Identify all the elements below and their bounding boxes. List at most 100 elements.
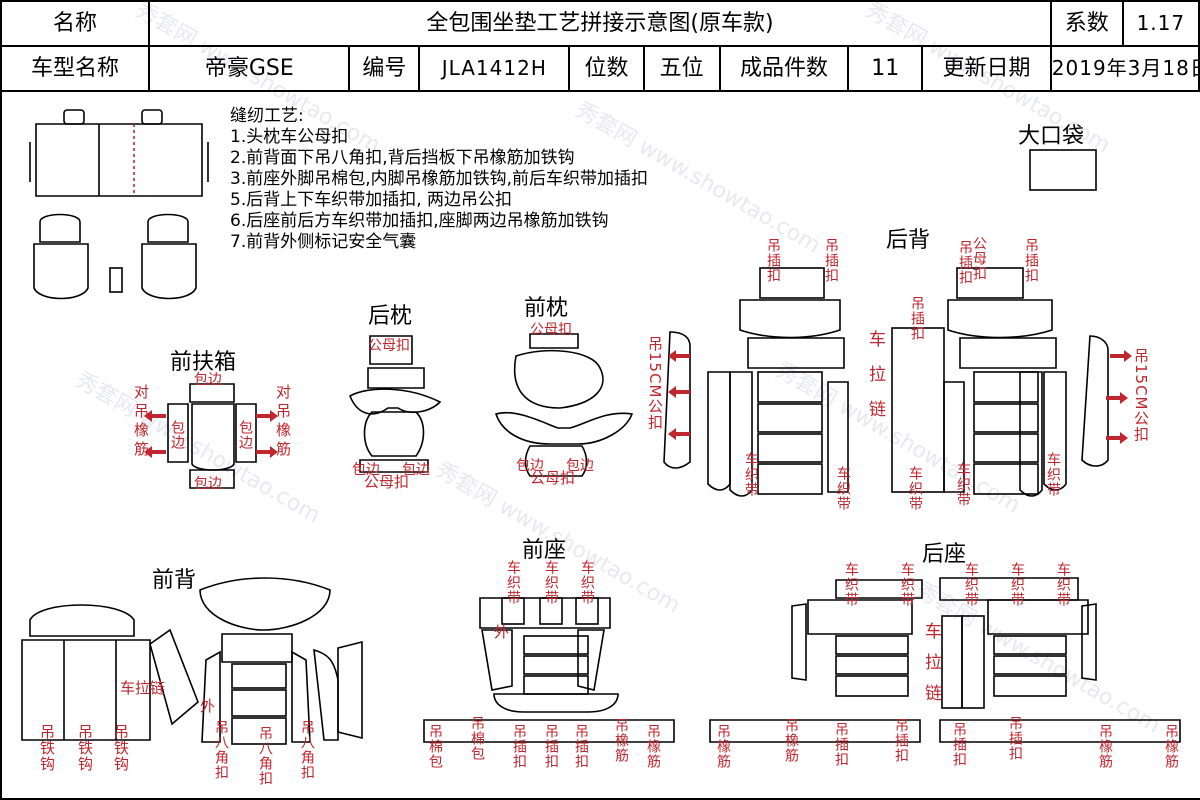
note-item: 2.前背面下吊八角扣,背后挡板下吊橡筋加铁钩 — [230, 148, 575, 168]
annotation-webbing: 车织带 — [1055, 562, 1071, 607]
annotation-webbing: 车织带 — [843, 562, 859, 607]
annotation-wrap-edge: 包边 — [194, 476, 222, 492]
notes-title: 缝纫工艺: — [230, 106, 304, 126]
annotation-pair-elastic-left: 对吊橡筋 — [132, 384, 150, 460]
annotation-webbing: 车织带 — [579, 560, 595, 605]
note-item: 6.后座前后方车织带加插扣,座脚两边吊橡筋加铁钩 — [230, 211, 609, 231]
annotation-webbing: 车织带 — [543, 560, 559, 605]
annotation-male-female-buckle: 公母扣 — [364, 473, 410, 491]
annotation-hang-insert: 吊插扣 — [543, 724, 559, 769]
rear-headrest-label: 后枕 — [368, 304, 413, 329]
annotation-zipper: 车拉链 — [865, 330, 885, 435]
annotation-webbing: 车织带 — [1009, 562, 1025, 607]
rear-seat-label: 后座 — [922, 542, 967, 567]
annotation-octagon: 吊八角扣 — [213, 720, 229, 780]
annotation-hang-15cm-right: 吊15CM公扣 — [1132, 348, 1150, 443]
rear-back-pieces — [663, 267, 1109, 497]
model-label: 车型名称 — [0, 45, 151, 92]
name-label: 名称 — [0, 0, 151, 47]
annotation-webbing: 车织带 — [963, 562, 979, 607]
annotation-outer: 外 — [494, 623, 510, 641]
annotation-zipper: 车拉链 — [921, 622, 941, 715]
front-headrest-label: 前枕 — [524, 296, 569, 321]
annotation-hang-insert: 吊插扣 — [765, 238, 781, 283]
annotation-wrap-edge: 包边 — [352, 462, 380, 478]
big-bag-label: 大口袋 — [1018, 124, 1085, 149]
annotation-webbing: 车织带 — [505, 560, 521, 605]
annotation-webbing: 车织带 — [1045, 452, 1061, 497]
annotation-hang-iron-hook: 吊铁钩 — [112, 724, 130, 772]
update-label: 更新日期 — [921, 45, 1052, 92]
annotation-zipper-horizontal: 车拉链 — [120, 679, 166, 697]
front-armrest-label: 前扶箱 — [170, 350, 237, 375]
coef-label: 系数 — [1049, 0, 1124, 47]
annotation-cotton-pack: 吊棉包 — [427, 724, 443, 769]
front-back-pieces — [21, 577, 363, 745]
annotation-hang-15cm-left: 吊15CM公扣 — [646, 336, 664, 431]
front-back-label: 前背 — [152, 568, 197, 593]
coef-value: 1.17 — [1121, 0, 1200, 47]
annotation-webbing: 车织带 — [743, 452, 759, 497]
note-item: 7.前背外侧标记安全气囊 — [230, 232, 417, 252]
annotation-webbing: 车织带 — [899, 562, 915, 607]
rear-headrest-pieces — [348, 335, 442, 473]
code-label: 编号 — [348, 45, 421, 92]
annotation-hang-insert: 吊插扣 — [823, 238, 839, 283]
annotation-male-female-buckle: 公母扣 — [530, 469, 576, 487]
annotation-hang-insert: 吊插扣 — [909, 296, 925, 341]
annotation-elastic: 吊橡筋 — [613, 718, 629, 763]
annotation-elastic: 吊橡筋 — [645, 724, 661, 769]
arrow-marks — [144, 350, 1132, 458]
annotation-octagon: 吊八角扣 — [257, 726, 273, 786]
annotation-elastic: 吊橡筋 — [1163, 724, 1179, 769]
annotation-hang-iron-hook: 吊铁钩 — [76, 724, 94, 772]
seat-overview-thumbnail — [29, 109, 209, 300]
annotation-webbing: 车织带 — [835, 466, 851, 511]
annotation-wrap-edge: 包边 — [516, 458, 544, 474]
annotation-hang-iron-hook: 吊铁钩 — [38, 724, 56, 772]
annotation-webbing: 车织带 — [907, 466, 923, 511]
annotation-hang-insert: 吊插扣 — [957, 240, 973, 285]
front-headrest-pieces — [494, 333, 634, 477]
pieces-label: 成品件数 — [718, 45, 850, 92]
big-bag-piece — [1029, 149, 1097, 191]
annotation-male-female-buckle: 公母扣 — [530, 322, 572, 338]
annotation-wrap-edge: 包边 — [237, 420, 253, 450]
seats-value: 五位 — [642, 45, 721, 92]
annotation-wrap-edge: 包边 — [566, 458, 594, 474]
document-title: 全包围坐垫工艺拼接示意图(原车款) — [148, 0, 1052, 47]
annotation-cotton-pack: 吊棉包 — [469, 716, 485, 761]
code-value: JLA1412H — [418, 45, 571, 92]
seats-label: 位数 — [568, 45, 645, 92]
sewing-notes: 缝纫工艺: 1.头枕车公母扣 2.前背面下吊八角扣,背后挡板下吊橡筋加铁钩 3.… — [230, 106, 648, 253]
annotation-webbing: 车织带 — [955, 462, 971, 507]
header-table: 名称 全包围坐垫工艺拼接示意图(原车款) 系数 1.17 车型名称 帝豪GSE … — [0, 0, 1200, 92]
rear-back-label: 后背 — [886, 228, 931, 253]
annotation-hang-insert: 吊插扣 — [1007, 716, 1023, 761]
annotation-elastic: 吊橡筋 — [1097, 724, 1113, 769]
annotation-outer: 外 — [200, 697, 216, 715]
update-value: 2019年3月18日 — [1049, 45, 1200, 92]
annotation-octagon: 吊八角扣 — [299, 720, 315, 780]
front-seat-pieces — [423, 597, 675, 743]
note-item: 3.前座外脚吊棉包,内脚吊橡筋加铁钩,前后车织带加插扣 — [230, 169, 649, 189]
annotation-wrap-edge: 包边 — [402, 462, 430, 478]
note-item: 5.后背上下车织带加插扣, 两边吊公扣 — [230, 190, 513, 210]
model-value: 帝豪GSE — [148, 45, 351, 92]
annotation-hang-insert: 吊插扣 — [893, 718, 909, 763]
front-armrest-pieces — [167, 383, 257, 489]
pieces-value: 11 — [847, 45, 924, 92]
annotation-elastic: 吊橡筋 — [783, 718, 799, 763]
annotation-hang-insert: 吊插扣 — [573, 724, 589, 769]
annotation-hang-insert: 吊插扣 — [951, 722, 967, 767]
annotation-wrap-edge: 包边 — [194, 372, 222, 388]
front-seat-label: 前座 — [522, 538, 567, 563]
annotation-male-female-buckle: 公母扣 — [971, 236, 987, 281]
annotation-hang-insert: 吊插扣 — [511, 724, 527, 769]
note-item: 1.头枕车公母扣 — [230, 127, 349, 147]
annotation-male-female-buckle: 公母扣 — [368, 338, 410, 354]
rear-seat-pieces — [709, 577, 1181, 743]
annotation-hang-insert: 吊插扣 — [1023, 238, 1039, 283]
